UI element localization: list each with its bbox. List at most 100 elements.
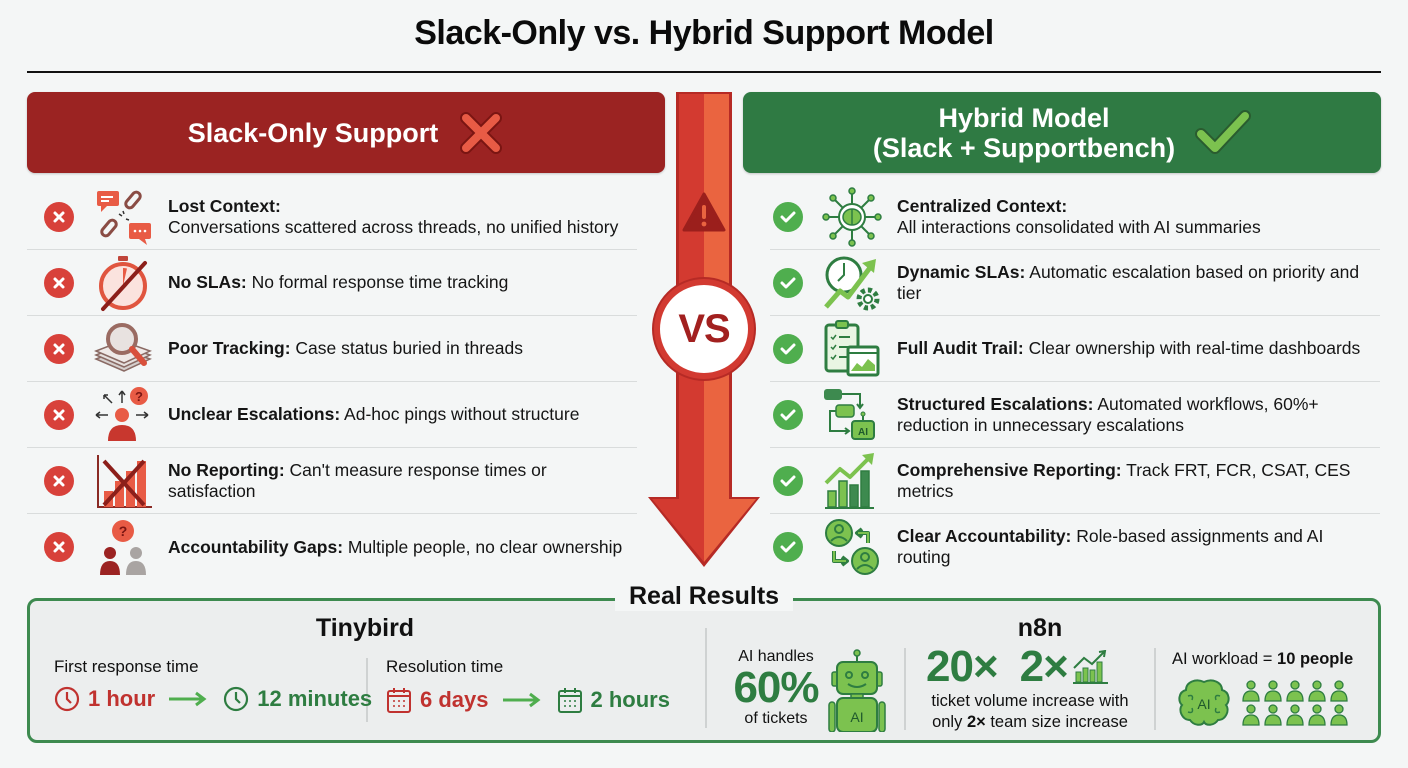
list-item-unclear-escalations: ? Unclear Escalations: Ad-hoc pings with… <box>27 382 637 448</box>
svg-text:AI: AI <box>858 427 868 438</box>
item-description: Automated workflows, 60%+ reduction in u… <box>897 393 1319 435</box>
item-text: Full Audit Trail: Clear ownership with r… <box>897 338 1360 359</box>
item-text: Unclear Escalations: Ad-hoc pings withou… <box>168 404 579 425</box>
n8n-divider-1 <box>904 648 906 730</box>
ai-handles-value: 60% <box>733 663 819 712</box>
x-circle-icon <box>44 465 74 496</box>
ai-handles-label: AI handles <box>738 648 814 665</box>
growth-chart-icon <box>817 451 887 511</box>
brain-network-icon <box>817 186 887 247</box>
person-icon <box>1242 680 1260 702</box>
clock-trend-gear-icon <box>817 253 887 313</box>
slack-only-list: Lost Context: Conversations scattered ac… <box>27 184 637 580</box>
vs-badge: VS <box>654 279 754 379</box>
item-description: No formal response time tracking <box>246 272 509 292</box>
crossed-bar-chart-icon <box>88 451 158 511</box>
item-title: Unclear Escalations: <box>168 404 341 424</box>
check-circle-icon <box>773 532 803 562</box>
check-circle-icon <box>773 465 803 496</box>
item-text: Centralized Context: All interactions co… <box>897 196 1261 238</box>
magnifier-papers-icon <box>88 319 158 379</box>
hybrid-model-banner: Hybrid Model (Slack + Supportbench) <box>743 92 1381 173</box>
item-text: Accountability Gaps: Multiple people, no… <box>168 537 622 558</box>
item-description: Track FRT, FCR, CSAT, CES metrics <box>897 459 1351 501</box>
item-description: Automatic escalation based on priority a… <box>897 261 1360 303</box>
list-item-full-audit-trail: Full Audit Trail: Clear ownership with r… <box>770 316 1380 382</box>
tinybird-heading: Tinybird <box>315 614 415 642</box>
page-title: Slack-Only vs. Hybrid Support Model <box>414 14 994 52</box>
ai-brain-icon: AI <box>1176 678 1232 733</box>
person-icon <box>1286 680 1304 702</box>
list-item-poor-tracking: Poor Tracking: Case status buried in thr… <box>27 316 637 382</box>
right-arrow-icon <box>169 691 209 707</box>
person-icon <box>1264 704 1282 726</box>
item-text: Lost Context: Conversations scattered ac… <box>168 196 618 238</box>
item-text: Structured Escalations: Automated workfl… <box>897 394 1380 436</box>
item-description: Clear ownership with real-time dashboard… <box>1023 338 1361 358</box>
robot-icon: AI <box>826 648 888 737</box>
real-results-title: Real Results <box>615 582 794 611</box>
ai-handles-block: AI handles 60% of tickets <box>730 648 822 728</box>
person-icon <box>1264 680 1282 702</box>
person-icon <box>1286 704 1304 726</box>
volume-line2-post: team size increase <box>985 713 1128 731</box>
list-item-no-slas: No SLAs: No formal response time trackin… <box>27 250 637 316</box>
list-item-accountability-gaps: ? Accountability Gaps: Multiple people, … <box>27 514 637 580</box>
person-icon <box>1330 680 1348 702</box>
x-circle-icon <box>44 267 74 298</box>
warning-triangle-icon <box>682 192 726 237</box>
item-title: Structured Escalations: <box>897 393 1094 414</box>
item-title: Poor Tracking: <box>168 338 291 358</box>
x-mark-icon <box>458 110 504 156</box>
people-swap-icon <box>817 517 887 577</box>
x-circle-icon <box>44 201 74 232</box>
list-item-clear-accountability: Clear Accountability: Role-based assignm… <box>770 514 1380 580</box>
n8n-heading: n8n <box>1017 614 1063 642</box>
people-grid <box>1242 680 1350 726</box>
res-before: 6 days <box>420 687 489 712</box>
person-icon <box>1242 704 1260 726</box>
svg-text:AI: AI <box>850 709 863 725</box>
hybrid-model-list: Centralized Context: All interactions co… <box>770 184 1380 580</box>
hybrid-model-heading: Hybrid Model (Slack + Supportbench) <box>873 103 1175 163</box>
item-title: No SLAs: <box>168 272 247 292</box>
volume-metrics: 20× 2× <box>926 642 1110 692</box>
confused-person-arrows-icon: ? <box>88 385 158 445</box>
clock-icon <box>54 686 80 712</box>
x-circle-icon <box>44 333 74 364</box>
tinybird-divider <box>366 658 368 722</box>
volume-value: 20× <box>926 642 999 691</box>
item-text: No SLAs: No formal response time trackin… <box>168 272 508 293</box>
person-icon <box>1330 704 1348 726</box>
clock-icon <box>224 686 249 712</box>
volume-line2-pre: only <box>932 713 967 731</box>
first-response-metric: 1 hour 12 minutes <box>54 686 372 712</box>
two-people-question-icon: ? <box>88 517 158 577</box>
item-description: Conversations scattered across threads, … <box>168 216 619 237</box>
item-text: Dynamic SLAs: Automatic escalation based… <box>897 262 1380 304</box>
clipboard-dashboard-icon <box>817 319 887 379</box>
item-title: Comprehensive Reporting: <box>897 459 1122 480</box>
item-description: Can't measure response times or satisfac… <box>168 459 547 501</box>
x-circle-icon <box>44 532 74 562</box>
item-description: Case status buried in threads <box>290 338 524 358</box>
volume-line2-bold: 2× <box>966 713 986 731</box>
frt-after: 12 minutes <box>257 686 373 711</box>
frt-before: 1 hour <box>88 686 156 711</box>
calendar-icon <box>557 688 582 713</box>
item-text: Comprehensive Reporting: Track FRT, FCR,… <box>897 460 1380 502</box>
check-circle-icon <box>773 267 803 298</box>
hybrid-heading-line1: Hybrid Model <box>938 102 1110 133</box>
item-title: Full Audit Trail: <box>897 338 1024 358</box>
list-item-dynamic-slas: Dynamic SLAs: Automatic escalation based… <box>770 250 1380 316</box>
title-divider <box>27 71 1381 73</box>
section-divider <box>705 628 707 728</box>
res-after: 2 hours <box>590 687 670 712</box>
item-title: Lost Context: <box>168 195 281 216</box>
ai-workload-label: AI workload = 10 people <box>1172 650 1353 669</box>
ai-handles-suffix: of tickets <box>744 710 808 727</box>
item-text: Clear Accountability: Role-based assignm… <box>897 526 1380 568</box>
volume-line2: only 2× team size increase <box>912 712 1148 733</box>
svg-text:?: ? <box>135 389 143 404</box>
resolution-metric: 6 days 2 hours <box>386 686 670 714</box>
